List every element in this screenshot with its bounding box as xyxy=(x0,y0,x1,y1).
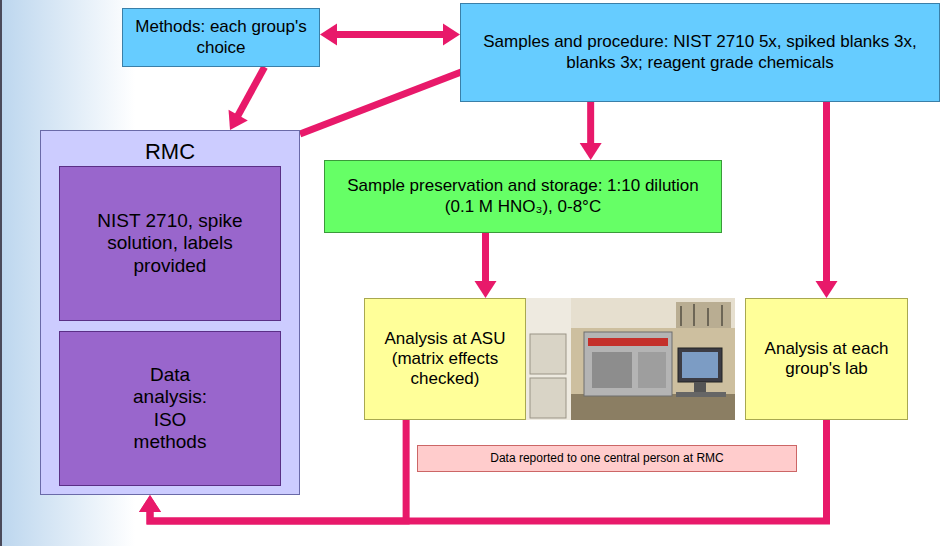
arrow-head xyxy=(816,281,838,298)
box-label: Analysis at each group's lab xyxy=(762,339,892,379)
procedure-box: Samples and procedure: NIST 2710 5x, spi… xyxy=(460,3,940,102)
group-heading: RMC xyxy=(47,139,293,165)
analysis-box: Analysis at ASU (matrix effects checked) xyxy=(364,298,526,420)
arrow-head xyxy=(443,24,460,46)
arrow-head xyxy=(320,24,337,46)
arrow-head xyxy=(580,143,602,160)
method-box: Methods: each group's choice xyxy=(122,8,320,67)
flow-arrow xyxy=(816,102,838,298)
flow-arrow xyxy=(320,24,460,46)
box-label: Methods: each group's choice xyxy=(129,17,313,57)
arrow-head xyxy=(139,495,161,512)
box-label: Samples and procedure: NIST 2710 5x, spi… xyxy=(469,32,931,72)
box-label: Data analysis: ISO methods xyxy=(115,364,225,454)
analysis-box: Analysis at each group's lab xyxy=(745,298,908,420)
arrow-line xyxy=(823,102,830,282)
arrow-line xyxy=(587,102,594,144)
note-box: Data reported to one central person at R… xyxy=(417,445,797,472)
flow-arrow xyxy=(229,67,265,130)
storage-box: Sample preservation and storage: 1:10 di… xyxy=(324,160,722,233)
box-label: Analysis at ASU (matrix effects checked) xyxy=(375,329,515,389)
arrow-line xyxy=(336,31,444,38)
box-label: Sample preservation and storage: 1:10 di… xyxy=(338,176,708,216)
group-box: RMC NIST 2710, spike solution, labels pro… xyxy=(40,130,300,495)
arrow-head xyxy=(139,495,161,512)
arrow-line xyxy=(238,67,265,116)
flow-arrow xyxy=(475,233,497,298)
arrow-head xyxy=(475,281,497,298)
flow-arrow xyxy=(300,60,482,134)
process-box: NIST 2710, spike solution, labels provid… xyxy=(59,166,281,321)
arrow-line xyxy=(482,233,489,282)
side-rule xyxy=(0,0,2,546)
box-label: NIST 2710, spike solution, labels provid… xyxy=(95,210,245,277)
arrow-head xyxy=(229,110,248,130)
flow-arrow xyxy=(580,102,602,160)
arrow-line xyxy=(300,70,467,134)
box-label: Data reported to one central person at R… xyxy=(490,451,723,465)
process-box: Data analysis: ISO methods xyxy=(59,331,281,486)
lab-photo xyxy=(526,298,735,420)
